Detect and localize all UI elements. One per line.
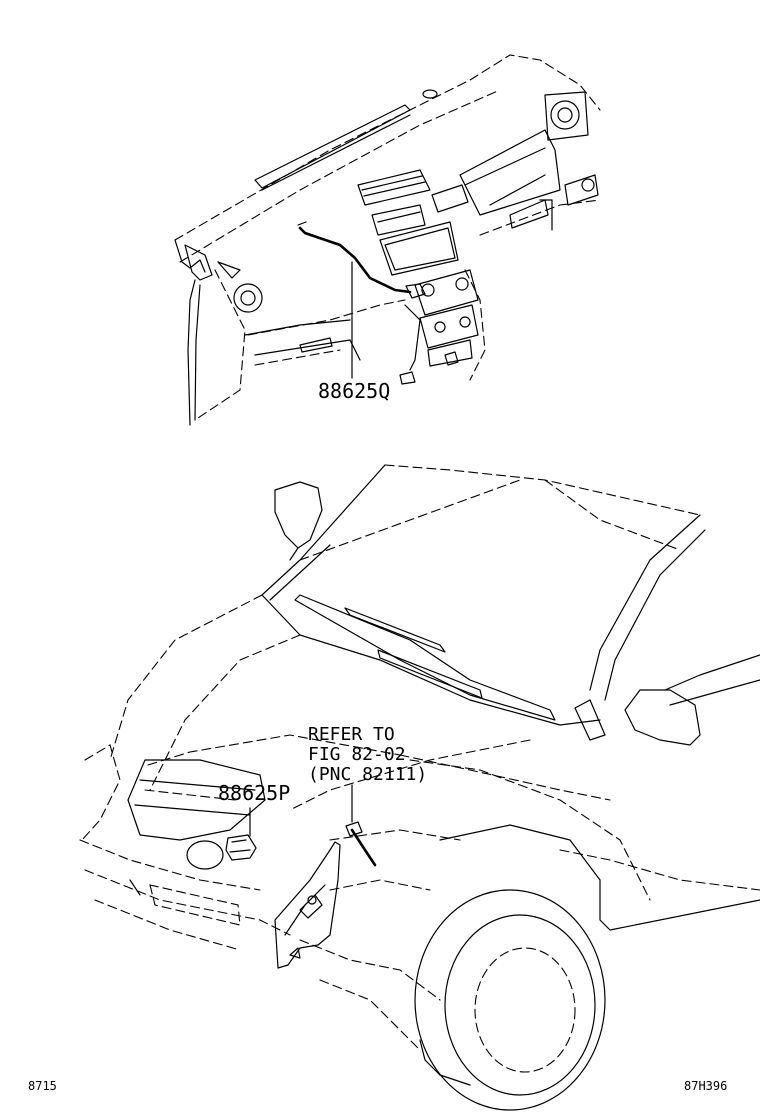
footer-right-code: 87H396: [684, 1079, 727, 1093]
part-number-88625q: 88625Q: [318, 379, 390, 403]
footer-left-code: 8715: [28, 1079, 57, 1093]
refer-pnc-line: (PNC 82111): [308, 764, 427, 785]
vehicle-front-illustration: [79, 464, 760, 1111]
instrument-panel-illustration: [174, 54, 601, 426]
part-number-88625p: 88625P: [218, 781, 290, 805]
refer-to-line: REFER TO: [308, 724, 395, 745]
refer-fig-line: FIG 82-02: [308, 744, 406, 765]
